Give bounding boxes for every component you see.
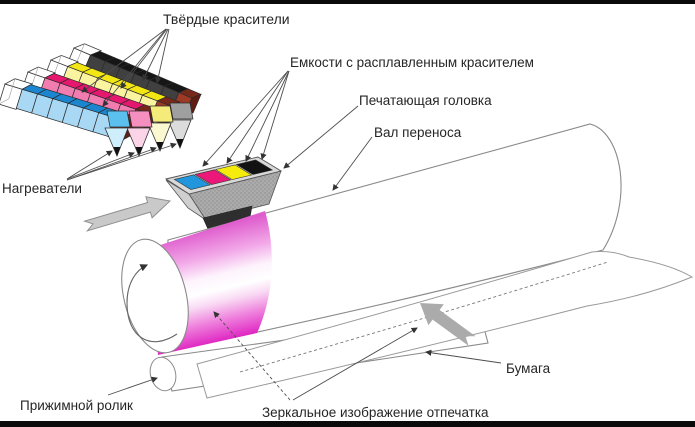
callout-heaters-4 [66,142,177,181]
transfer-drum-end-face [121,238,189,354]
print-head [164,156,283,230]
callout-solid-inks-5 [155,28,170,84]
callout-paper [425,349,502,364]
callout-heaters-1 [66,150,113,180]
transfer-drum-body [162,123,622,353]
label-heaters: Нагреватели [2,181,82,196]
label-transfer-roller: Вал переноса [374,125,462,140]
callout-mirror-image-band [213,311,291,401]
callout-solid-inks-4 [142,28,169,81]
label-print-head: Печатающая головка [359,93,492,108]
label-melted-ink-tanks: Емкости с расплавленным красителем [290,55,534,70]
callout-print-head [283,105,359,169]
label-pressure-roller: Прижимной ролик [20,398,133,413]
callout-transfer-roller [332,136,373,191]
label-mirror-image: Зеркальное изображение отпечатка [262,405,489,420]
callout-tanks-2 [226,70,289,164]
heater-funnel-yellow [147,105,174,153]
direction-arrow-to-head [82,196,172,232]
callout-solid-inks-2 [102,28,167,107]
heater-funnel-magenta [126,110,153,158]
label-solid-inks: Твёрдые красители [163,11,290,27]
heater-funnel-cyan [104,110,131,158]
callout-tanks-4 [260,70,290,160]
drum-rotation-arrow [126,264,178,343]
callout-tanks-1 [202,70,289,167]
top-frame-bar [0,0,695,4]
callout-pressure-roller [107,376,158,396]
melted-ink-tank-yellow [214,164,253,180]
melted-ink-tank-magenta [194,169,232,185]
label-paper: Бумага [506,361,551,376]
callout-tanks-3 [245,70,290,162]
heater-funnel-black [167,102,194,150]
melted-ink-tank-cyan [173,174,211,190]
callout-solid-inks-3 [120,28,168,89]
transfer-drum [121,123,622,355]
direction-arrow-paper-feed [420,303,476,346]
callout-solid-inks-1 [81,28,167,93]
callout-heaters-2 [66,152,135,180]
bottom-frame-bar [0,421,695,427]
callout-mirror-image-paper [292,327,418,401]
callout-lines [66,28,502,401]
